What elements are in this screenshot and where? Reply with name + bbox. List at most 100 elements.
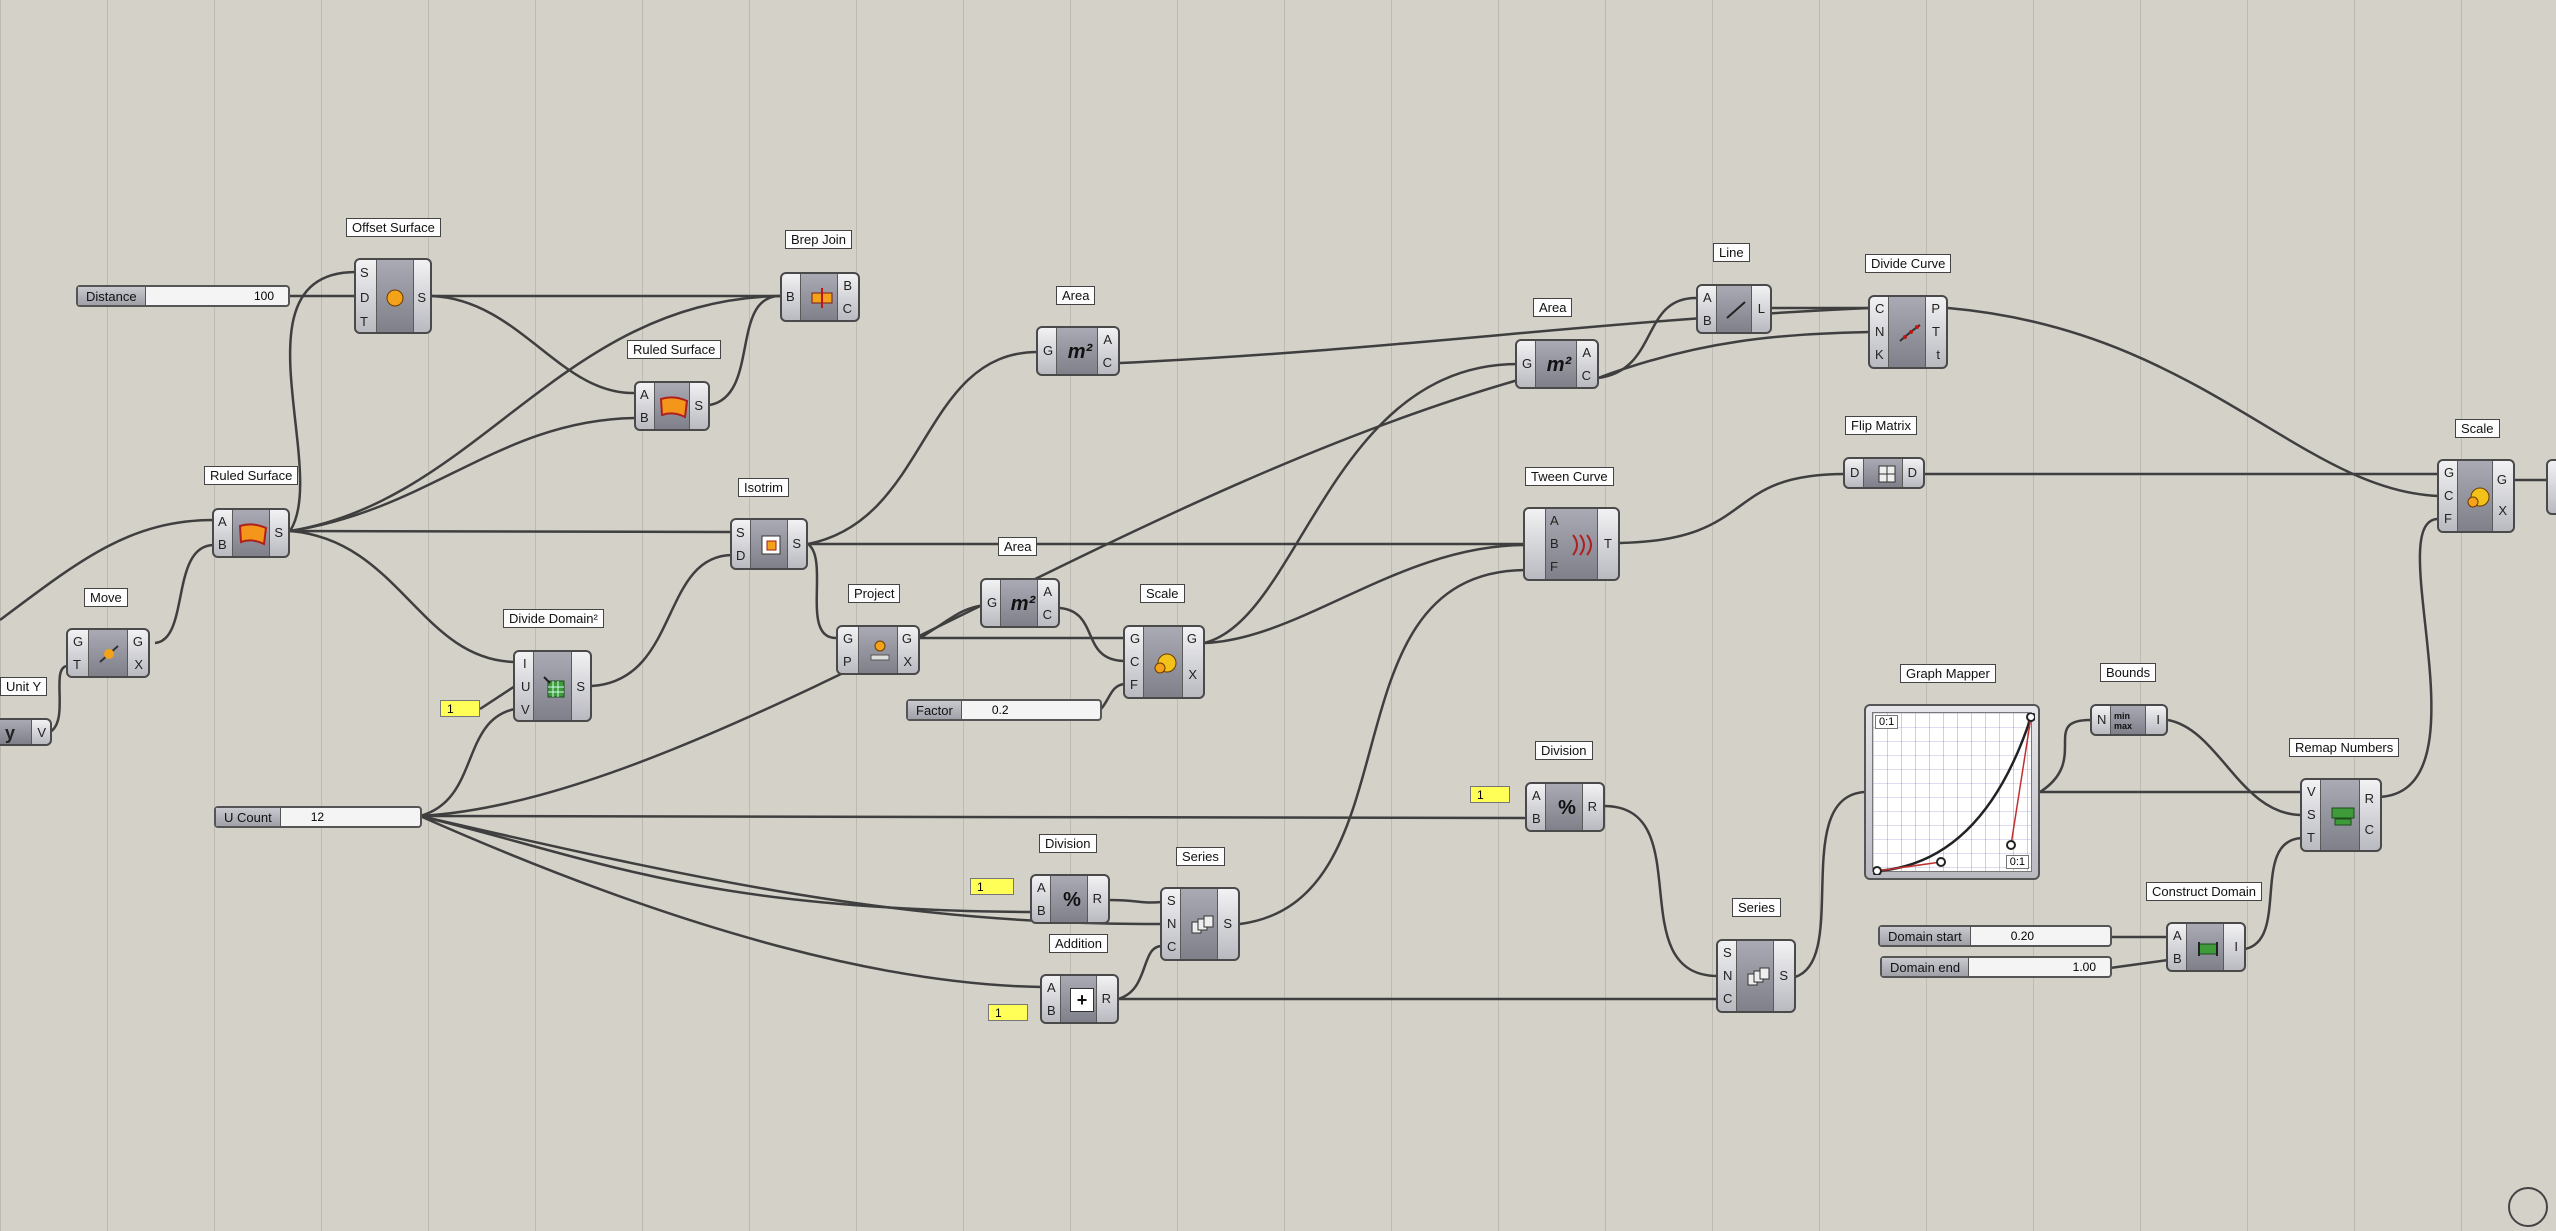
scale-component[interactable]: G C F G X xyxy=(1123,625,1205,699)
input-port[interactable]: G xyxy=(73,634,84,649)
input-port[interactable]: T xyxy=(73,657,81,672)
construct-domain-component[interactable]: A B I xyxy=(2166,922,2246,972)
output-port[interactable]: T xyxy=(1604,536,1612,551)
input-port[interactable]: N xyxy=(2097,712,2107,727)
input-port[interactable]: B xyxy=(1703,313,1712,328)
output-port[interactable]: S xyxy=(1223,916,1232,931)
input-port[interactable]: U xyxy=(521,679,531,694)
input-port[interactable]: T xyxy=(2307,830,2315,845)
division-component[interactable]: A B R % xyxy=(1030,874,1110,924)
output-port[interactable]: t xyxy=(1936,347,1940,362)
output-port[interactable]: A xyxy=(1103,332,1112,347)
line-component[interactable]: A B L xyxy=(1696,284,1772,334)
output-port[interactable]: R xyxy=(1587,799,1597,814)
output-port[interactable]: R xyxy=(2364,791,2374,806)
input-port[interactable]: T xyxy=(360,314,368,329)
output-port[interactable]: X xyxy=(1188,667,1197,682)
output-port[interactable]: B xyxy=(843,278,852,293)
output-port[interactable]: C xyxy=(842,301,852,316)
input-port[interactable]: A xyxy=(1703,290,1712,305)
input-port[interactable]: G xyxy=(1130,631,1141,646)
graph-area[interactable]: 0:1 0:1 xyxy=(1872,712,2035,875)
offset-surface-component[interactable]: S D T S xyxy=(354,258,432,334)
input-port[interactable]: N xyxy=(1875,324,1885,339)
input-port[interactable]: S xyxy=(1167,893,1176,908)
input-port[interactable]: C xyxy=(1875,301,1885,316)
input-port[interactable]: B xyxy=(1550,536,1559,551)
area-component[interactable]: G A C m² xyxy=(1515,339,1599,389)
input-port[interactable]: B xyxy=(2173,951,2182,966)
output-port[interactable]: S xyxy=(694,398,703,413)
scale-component[interactable]: G C F G X xyxy=(2437,459,2515,533)
input-port[interactable]: G xyxy=(987,595,998,610)
graph-mapper-component[interactable]: 0:1 0:1 xyxy=(1864,704,2040,880)
output-port[interactable]: I xyxy=(2234,939,2238,954)
input-port[interactable]: C xyxy=(1130,654,1140,669)
input-port[interactable]: C xyxy=(2444,488,2454,503)
input-port[interactable]: V xyxy=(521,702,530,717)
output-port[interactable]: S xyxy=(576,679,585,694)
unit-y-component[interactable]: V y xyxy=(0,718,52,746)
remap-numbers-component[interactable]: V S T R C xyxy=(2300,778,2382,852)
input-port[interactable]: A xyxy=(218,514,227,529)
input-port[interactable]: V xyxy=(2307,784,2316,799)
number-panel[interactable]: 1 xyxy=(440,700,480,717)
input-port[interactable]: K xyxy=(1875,347,1884,362)
output-port[interactable]: I xyxy=(2156,712,2160,727)
bounds-component[interactable]: N I min max xyxy=(2090,704,2168,736)
domain-start-slider[interactable]: Domain start 0.20 xyxy=(1878,925,2112,947)
number-panel[interactable]: 1 xyxy=(1470,786,1510,803)
output-port[interactable]: C xyxy=(1042,607,1052,622)
input-port[interactable]: A xyxy=(1532,788,1541,803)
output-port[interactable]: C xyxy=(1102,355,1112,370)
input-port[interactable]: I xyxy=(523,656,527,671)
output-port[interactable]: G xyxy=(1186,631,1197,646)
output-port[interactable]: R xyxy=(1101,991,1111,1006)
navigation-compass-icon[interactable] xyxy=(2508,1187,2548,1227)
input-port[interactable]: B xyxy=(1047,1003,1056,1018)
output-port[interactable]: S xyxy=(792,536,801,551)
output-port[interactable]: A xyxy=(1043,584,1052,599)
output-port[interactable]: G xyxy=(132,634,143,649)
brep-join-component[interactable]: B B C xyxy=(780,272,860,322)
input-port[interactable]: F xyxy=(1550,559,1558,574)
input-port[interactable]: P xyxy=(843,654,852,669)
input-port[interactable]: F xyxy=(1130,677,1138,692)
output-port[interactable]: L xyxy=(1757,301,1765,316)
divide-domain-component[interactable]: I U V S xyxy=(513,650,592,722)
input-port[interactable]: G xyxy=(1522,356,1533,371)
input-port[interactable]: A xyxy=(2173,928,2182,943)
input-port[interactable]: D xyxy=(736,548,746,563)
number-panel[interactable]: 1 xyxy=(970,878,1014,895)
output-port[interactable]: T xyxy=(1932,324,1940,339)
input-port[interactable]: C xyxy=(1167,939,1177,954)
input-port[interactable]: N xyxy=(1723,968,1733,983)
input-port[interactable]: A xyxy=(1037,880,1046,895)
input-port[interactable]: C xyxy=(1723,991,1733,1006)
input-port[interactable]: G xyxy=(2444,465,2455,480)
output-port[interactable]: S xyxy=(274,525,283,540)
output-port[interactable]: P xyxy=(1931,301,1940,316)
flip-matrix-component[interactable]: D D xyxy=(1843,457,1925,489)
output-port[interactable]: C xyxy=(2364,822,2374,837)
input-port[interactable]: B xyxy=(786,289,795,304)
factor-slider[interactable]: Factor 0.2 xyxy=(906,699,1102,721)
output-port[interactable]: R xyxy=(1092,891,1102,906)
input-port[interactable]: S xyxy=(1723,945,1732,960)
output-port[interactable]: G xyxy=(2496,472,2507,487)
ruled-surface-component[interactable]: A B S xyxy=(212,508,290,558)
input-port[interactable]: D xyxy=(1850,465,1860,480)
area-component[interactable]: G A C m² xyxy=(1036,326,1120,376)
input-port[interactable]: B xyxy=(1532,811,1541,826)
ruled-surface-component[interactable]: A B S xyxy=(634,381,710,431)
input-port[interactable]: S xyxy=(2307,807,2316,822)
output-port[interactable]: X xyxy=(2498,503,2507,518)
output-port[interactable]: A xyxy=(1582,345,1591,360)
series-component[interactable]: S N C S xyxy=(1160,887,1240,961)
input-port[interactable]: B xyxy=(1037,903,1046,918)
input-port[interactable]: G xyxy=(1043,343,1054,358)
output-port[interactable]: S xyxy=(1779,968,1788,983)
input-port[interactable]: B xyxy=(640,410,649,425)
divide-curve-component[interactable]: C N K P T t xyxy=(1868,295,1948,369)
input-port[interactable]: N xyxy=(1167,916,1177,931)
